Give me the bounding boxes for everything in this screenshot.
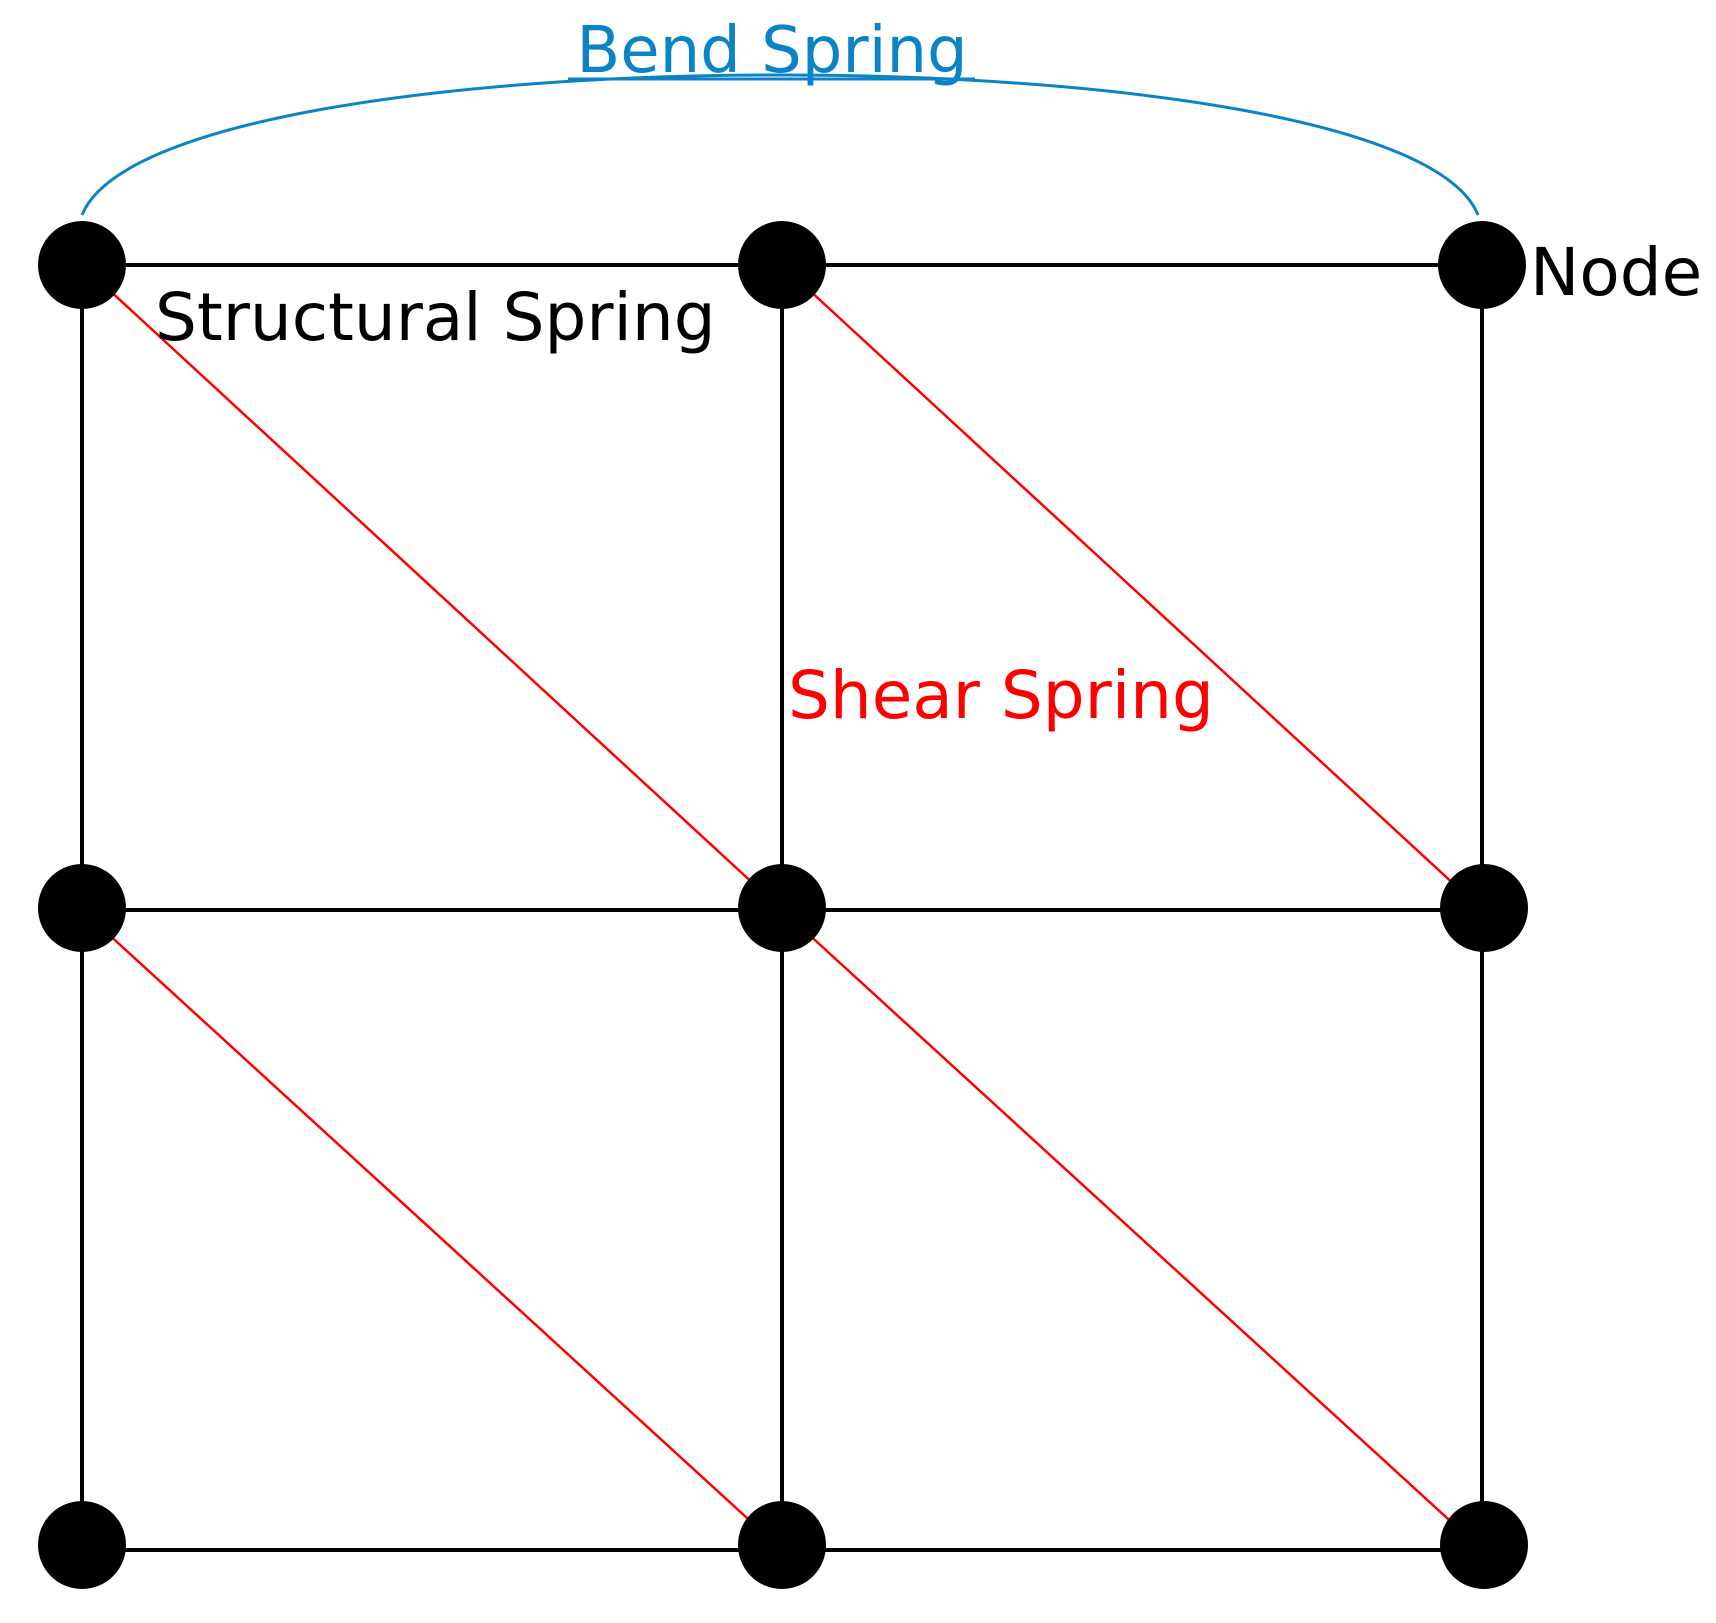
node-1-0 — [38, 864, 126, 952]
structural-spring-label: Structural Spring — [155, 279, 716, 356]
bend-spring-label: Bend Spring — [576, 14, 967, 88]
node-label: Node — [1530, 234, 1702, 311]
shear-spring-label: Shear Spring — [788, 657, 1214, 734]
node-2-2 — [1440, 1501, 1528, 1589]
node-2-1 — [738, 1501, 826, 1589]
shear-spring-1-1 — [781, 909, 1483, 1551]
node-1-2 — [1440, 864, 1528, 952]
node-0-2 — [1438, 221, 1526, 309]
bend-spring-arc — [80, 73, 1480, 216]
shear-spring-1-0 — [81, 909, 783, 1551]
shear-spring-0-1 — [781, 264, 1483, 911]
shear-spring-0-0 — [81, 264, 783, 911]
node-0-0 — [38, 221, 126, 309]
node-2-0 — [38, 1501, 126, 1589]
node-1-1 — [738, 864, 826, 952]
node-0-1 — [738, 221, 826, 309]
